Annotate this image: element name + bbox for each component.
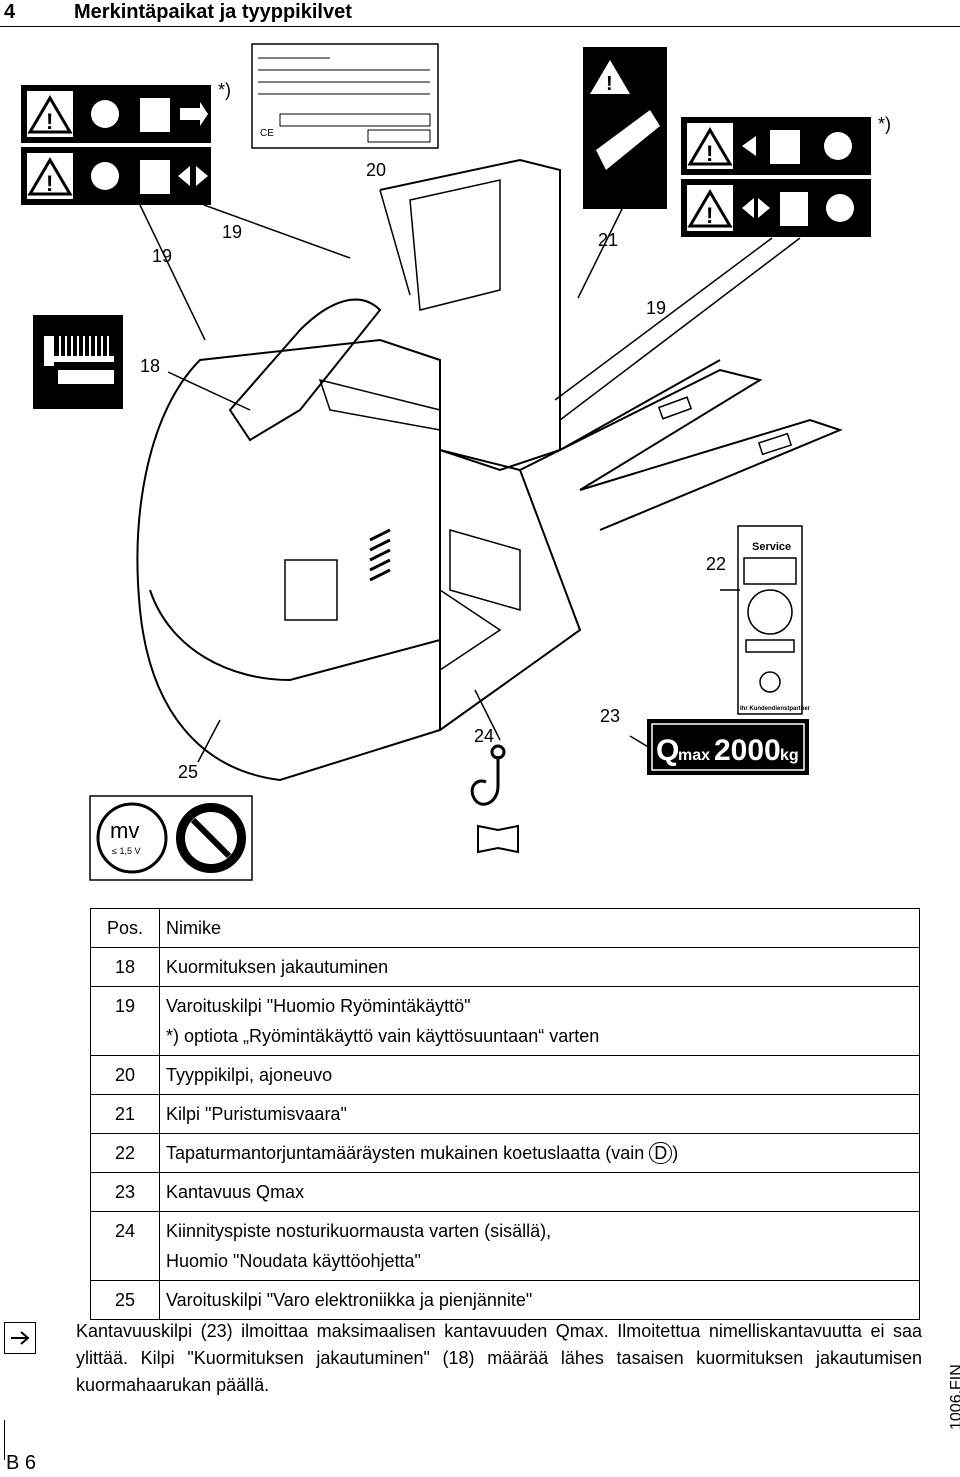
country-d-badge: D [649,1142,673,1164]
table-row: 24 Kiinnityspiste nosturikuormausta vart… [90,1211,920,1281]
row-pos: 23 [90,1172,160,1212]
header-pos: Pos. [90,908,160,948]
warning-label-19-a: ! [21,85,211,143]
svg-text:!: ! [706,141,713,166]
service-label: Service [752,541,791,553]
callout-24: 24 [474,726,494,746]
row-name: Varoituskilpi "Huomio Ryömintäkäyttö" *)… [159,986,920,1056]
svg-text:!: ! [706,203,713,228]
electronics-warning-25 [89,795,253,881]
row-line: Varoituskilpi "Huomio Ryömintäkäyttö" [166,996,471,1016]
callout-19-right: 19 [646,298,666,318]
svg-text:!: ! [46,171,53,196]
callout-18: 18 [140,356,160,376]
callout-19-mid: 19 [222,222,242,242]
service-partner-label: Ihr Kundendienstpartner [740,706,811,712]
row-pos: 22 [90,1133,160,1173]
row-pos: 25 [90,1280,160,1320]
qmax-sub: max [678,747,710,764]
note-arrow-icon [4,1322,36,1354]
crane-hook-24 [470,744,519,854]
capacity-plate-23 [647,719,809,775]
row-name: Kuormituksen jakautuminen [159,947,920,987]
svg-text:!: ! [606,73,613,95]
optional-mark-left: *) [218,80,231,100]
table-row: 23 Kantavuus Qmax [90,1172,920,1212]
callout-23: 23 [600,706,620,726]
qmax-q: Q [656,734,679,767]
callout-22: 22 [706,554,726,574]
position-table: Pos. Nimike 18 Kuormituksen jakautuminen… [90,908,920,1320]
load-distribution-label-18 [33,315,123,409]
header-name: Nimike [159,908,920,948]
callout-20: 20 [366,160,386,180]
section-title: Merkintäpaikat ja tyyppikilvet [74,1,352,23]
row-pos: 19 [90,986,160,1056]
table-row: 21 Kilpi "Puristumisvaara" [90,1094,920,1134]
qmax-value: 2000 [714,734,781,767]
row-pos: 24 [90,1211,160,1281]
callout-19-left: 19 [152,246,172,266]
row-name: Kiinnityspiste nosturikuormausta varten … [159,1211,920,1281]
warning-label-19-c: ! [681,117,871,175]
crush-hazard-label-21: ! [583,47,667,209]
table-row: 19 Varoituskilpi "Huomio Ryömintäkäyttö"… [90,986,920,1056]
table-row: 20 Tyyppikilpi, ajoneuvo [90,1055,920,1095]
row-name: Kilpi "Puristumisvaara" [159,1094,920,1134]
table-row: 18 Kuormituksen jakautuminen [90,947,920,987]
header-rule [0,26,960,27]
truck-body [136,158,843,782]
warning25-mv: mv [110,818,139,843]
warning-label-19-d: ! [681,179,871,237]
page-header: 4 Merkintäpaikat ja tyyppikilvet [0,0,960,27]
page-number: B 6 [6,1452,37,1474]
row-name: Varoituskilpi "Varo elektroniikka ja pie… [159,1280,920,1320]
table-header-row: Pos. Nimike [90,908,920,948]
svg-text:!: ! [46,109,53,134]
truck-illustration: ! ! CE [21,43,891,881]
row-line: Kiinnityspiste nosturikuormausta varten … [166,1221,552,1241]
row-name: Kantavuus Qmax [159,1172,920,1212]
row-line: *) optiota „Ryömintäkäyttö vain käyttösu… [166,1026,600,1046]
service-plate-22 [737,525,803,715]
row-line: Huomio "Noudata käyttöohjetta" [166,1251,421,1271]
warning25-voltage: ≤ 1,5 V [112,846,140,856]
row-pos: 18 [90,947,160,987]
warning-label-19-b: ! [21,147,211,205]
callout-leaders [139,189,801,763]
note-text: Kantavuuskilpi (23) ilmoittaa maksimaali… [76,1321,922,1395]
table-row: 22 Tapaturmantorjuntamääräysten mukainen… [90,1133,920,1173]
row-pos: 20 [90,1055,160,1095]
document-code: 1006.FIN [948,1364,960,1430]
row-tail: ) [672,1143,679,1163]
row-pos: 21 [90,1094,160,1134]
footer-rule [4,1420,5,1460]
section-number: 4 [4,1,16,23]
row-line: Tapaturmantorjuntamääräysten mukainen ko… [166,1143,645,1163]
row-name: Tapaturmantorjuntamääräysten mukainen ko… [159,1133,920,1173]
optional-mark-right: *) [878,114,891,134]
callout-21: 21 [598,230,618,250]
table-row: 25 Varoituskilpi "Varo elektroniikka ja … [90,1280,920,1320]
type-plate-20: CE [251,43,439,149]
callout-25: 25 [178,762,198,782]
row-name: Tyyppikilpi, ajoneuvo [159,1055,920,1095]
svg-text:CE: CE [260,128,274,139]
qmax-unit: kg [780,747,799,764]
